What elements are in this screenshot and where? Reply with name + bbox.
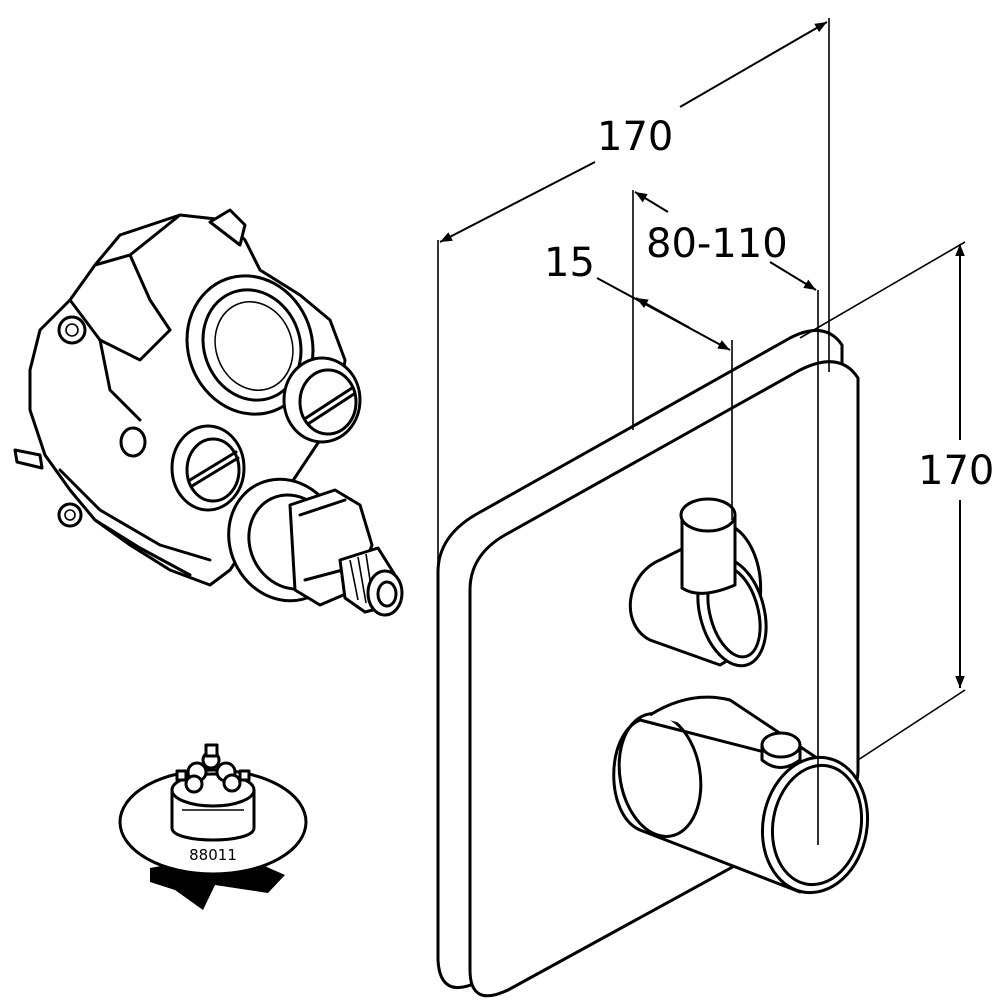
concealed-body-illustration xyxy=(13,208,404,617)
offset-dimension-label: 15 xyxy=(544,240,595,286)
cartridge-illustration: 88011 xyxy=(118,743,308,910)
depth-dimension-label: 80-110 xyxy=(646,221,788,267)
width-dimension-label: 170 xyxy=(597,114,673,160)
dimension-lines: 170 80-110 15 170 xyxy=(437,18,994,960)
height-dimension-label: 170 xyxy=(918,448,994,494)
trim-plate-illustration xyxy=(436,329,870,998)
cartridge-number-label: 88011 xyxy=(189,846,237,864)
width-dimension-line xyxy=(439,161,596,243)
